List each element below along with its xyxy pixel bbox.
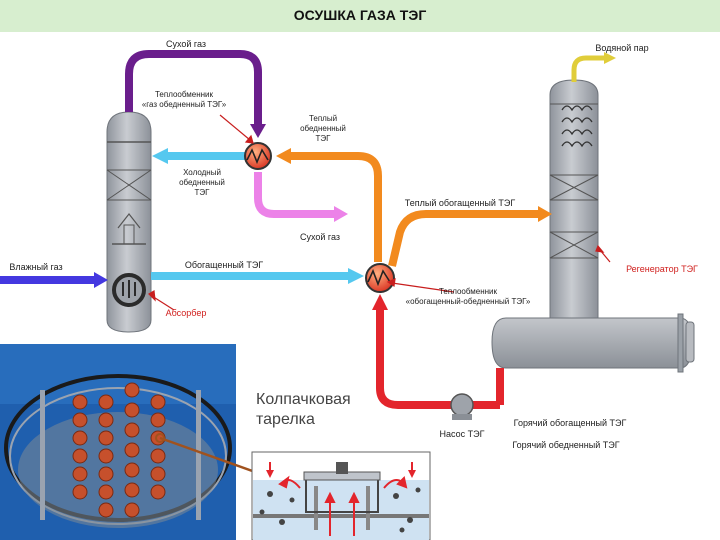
rich-teg-arrowhead bbox=[348, 268, 364, 284]
rich-lean-heat-exchanger bbox=[365, 263, 395, 293]
hx-rich-label-line1: Теплообменник bbox=[439, 287, 498, 296]
warm-rich-line bbox=[388, 210, 540, 267]
hot-rich-label: Горячий обогащенный ТЭГ bbox=[514, 418, 627, 428]
absorber-label: Абсорбер bbox=[166, 308, 207, 318]
hx-rich-label-line2: «обогащенный-обедненный ТЭГ» bbox=[406, 297, 531, 306]
cold-lean-label-line3: ТЭГ bbox=[195, 188, 211, 197]
warm-lean-label-line1: Теплый bbox=[309, 114, 337, 123]
dry-gas-out-arrowhead bbox=[334, 206, 348, 222]
reboiler-drum bbox=[491, 313, 695, 373]
regenerator-label: Регенератор ТЭГ bbox=[626, 264, 698, 274]
water-vapor-arrowhead bbox=[604, 52, 616, 64]
dry-gas-out-line bbox=[254, 172, 336, 218]
hx-lean-label-line2: «газ обедненный ТЭГ» bbox=[142, 100, 227, 109]
warm-lean-line bbox=[288, 152, 382, 262]
regenerator-vessel bbox=[549, 79, 599, 341]
cap-tray-label-line2: тарелка bbox=[256, 411, 315, 428]
hot-lean-arrowhead bbox=[372, 294, 388, 310]
bubble-cap-cross-section bbox=[251, 451, 431, 540]
title-bar bbox=[0, 0, 720, 32]
pump-icon bbox=[450, 393, 474, 420]
hot-lean-line bbox=[376, 308, 500, 409]
warm-rich-label: Теплый обогащенный ТЭГ bbox=[405, 198, 516, 208]
dry-gas-mid-label: Сухой газ bbox=[300, 232, 340, 242]
page-title: ОСУШКА ГАЗА ТЭГ bbox=[293, 7, 427, 23]
dry-gas-line bbox=[125, 50, 262, 126]
absorber-vessel bbox=[106, 111, 152, 333]
wet-gas-arrowhead bbox=[94, 272, 108, 288]
cold-lean-label-line2: обедненный bbox=[179, 178, 225, 187]
dry-gas-arrowhead bbox=[250, 124, 266, 138]
cold-lean-label-line1: Холодный bbox=[183, 168, 221, 177]
pump-label: Насос ТЭГ bbox=[440, 429, 485, 439]
gas-teg-heat-exchanger bbox=[244, 142, 272, 170]
warm-lean-label-line3: ТЭГ bbox=[316, 134, 332, 143]
pointer-arrows bbox=[148, 114, 611, 311]
hot-lean-label: Горячий обедненный ТЭГ bbox=[512, 440, 619, 450]
warm-lean-label-line2: обедненный bbox=[300, 124, 346, 133]
hx-lean-label-line1: Теплообменник bbox=[155, 90, 214, 99]
cold-lean-arrowhead bbox=[152, 148, 168, 164]
wet-gas-label: Влажный газ bbox=[9, 262, 62, 272]
water-vapor-line bbox=[571, 55, 606, 82]
warm-rich-arrowhead bbox=[538, 206, 552, 222]
warm-lean-arrowhead bbox=[276, 148, 291, 164]
rich-teg-label: Обогащенный ТЭГ bbox=[185, 260, 263, 270]
water-vapor-label: Водяной пар bbox=[595, 43, 648, 53]
cap-tray-label-line1: Колпачковая bbox=[256, 391, 351, 408]
dry-gas-top-label: Сухой газ bbox=[166, 39, 206, 49]
bubble-cap-tray-image bbox=[0, 344, 236, 540]
